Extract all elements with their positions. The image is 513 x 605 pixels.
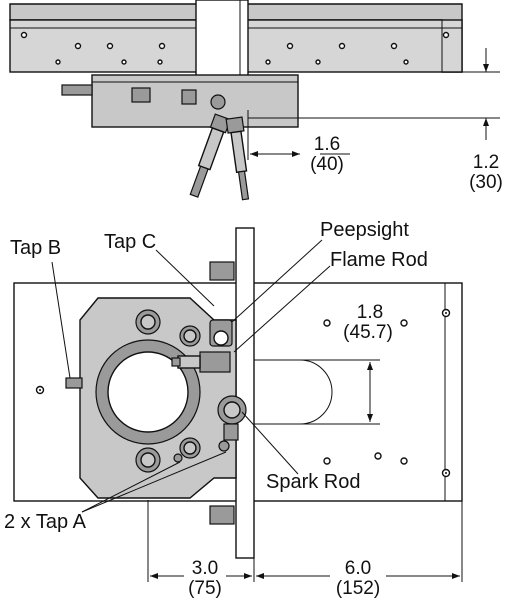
front-peepsight — [209, 319, 233, 347]
side-view: 1.6 (40) 1.2 (30) — [9, 0, 503, 201]
side-flame-rod — [225, 116, 250, 201]
dim-1-6-value: 1.6 — [314, 134, 340, 155]
front-flange-strip — [235, 227, 255, 559]
dim-1-2-metric: (30) — [469, 172, 503, 193]
label-spark-rod: Spark Rod — [266, 471, 361, 493]
side-spark-rod — [189, 113, 232, 198]
front-spark-rod — [217, 395, 247, 441]
label-flame-rod: Flame Rod — [330, 249, 428, 271]
dim-3-0-metric: (75) — [188, 578, 222, 599]
front-flame-rod — [171, 351, 231, 373]
label-peepsight: Peepsight — [320, 219, 409, 241]
label-tap-c: Tap C — [104, 231, 156, 253]
dim-1-6-metric: (40) — [310, 154, 344, 175]
dim-1-8-metric: (45.7) — [343, 322, 393, 343]
label-tap-a: 2 x Tap A — [4, 511, 87, 533]
dim-1-8-value: 1.8 — [357, 302, 383, 323]
front-u-slot — [254, 359, 333, 425]
front-view: 1.8 (45.7) 3.0 (75) 6.0 (152) — [13, 227, 463, 599]
dim-6-0-value: 6.0 — [345, 558, 371, 579]
label-tap-b: Tap B — [10, 237, 61, 259]
dim-1-2-value: 1.2 — [473, 152, 499, 173]
front-main-opening — [107, 351, 189, 433]
side-tap-b-fitting — [61, 84, 93, 96]
front-tap-b-fitting — [65, 377, 83, 389]
dim-6-0-metric: (152) — [336, 578, 380, 599]
dim-3-0-value: 3.0 — [192, 558, 218, 579]
